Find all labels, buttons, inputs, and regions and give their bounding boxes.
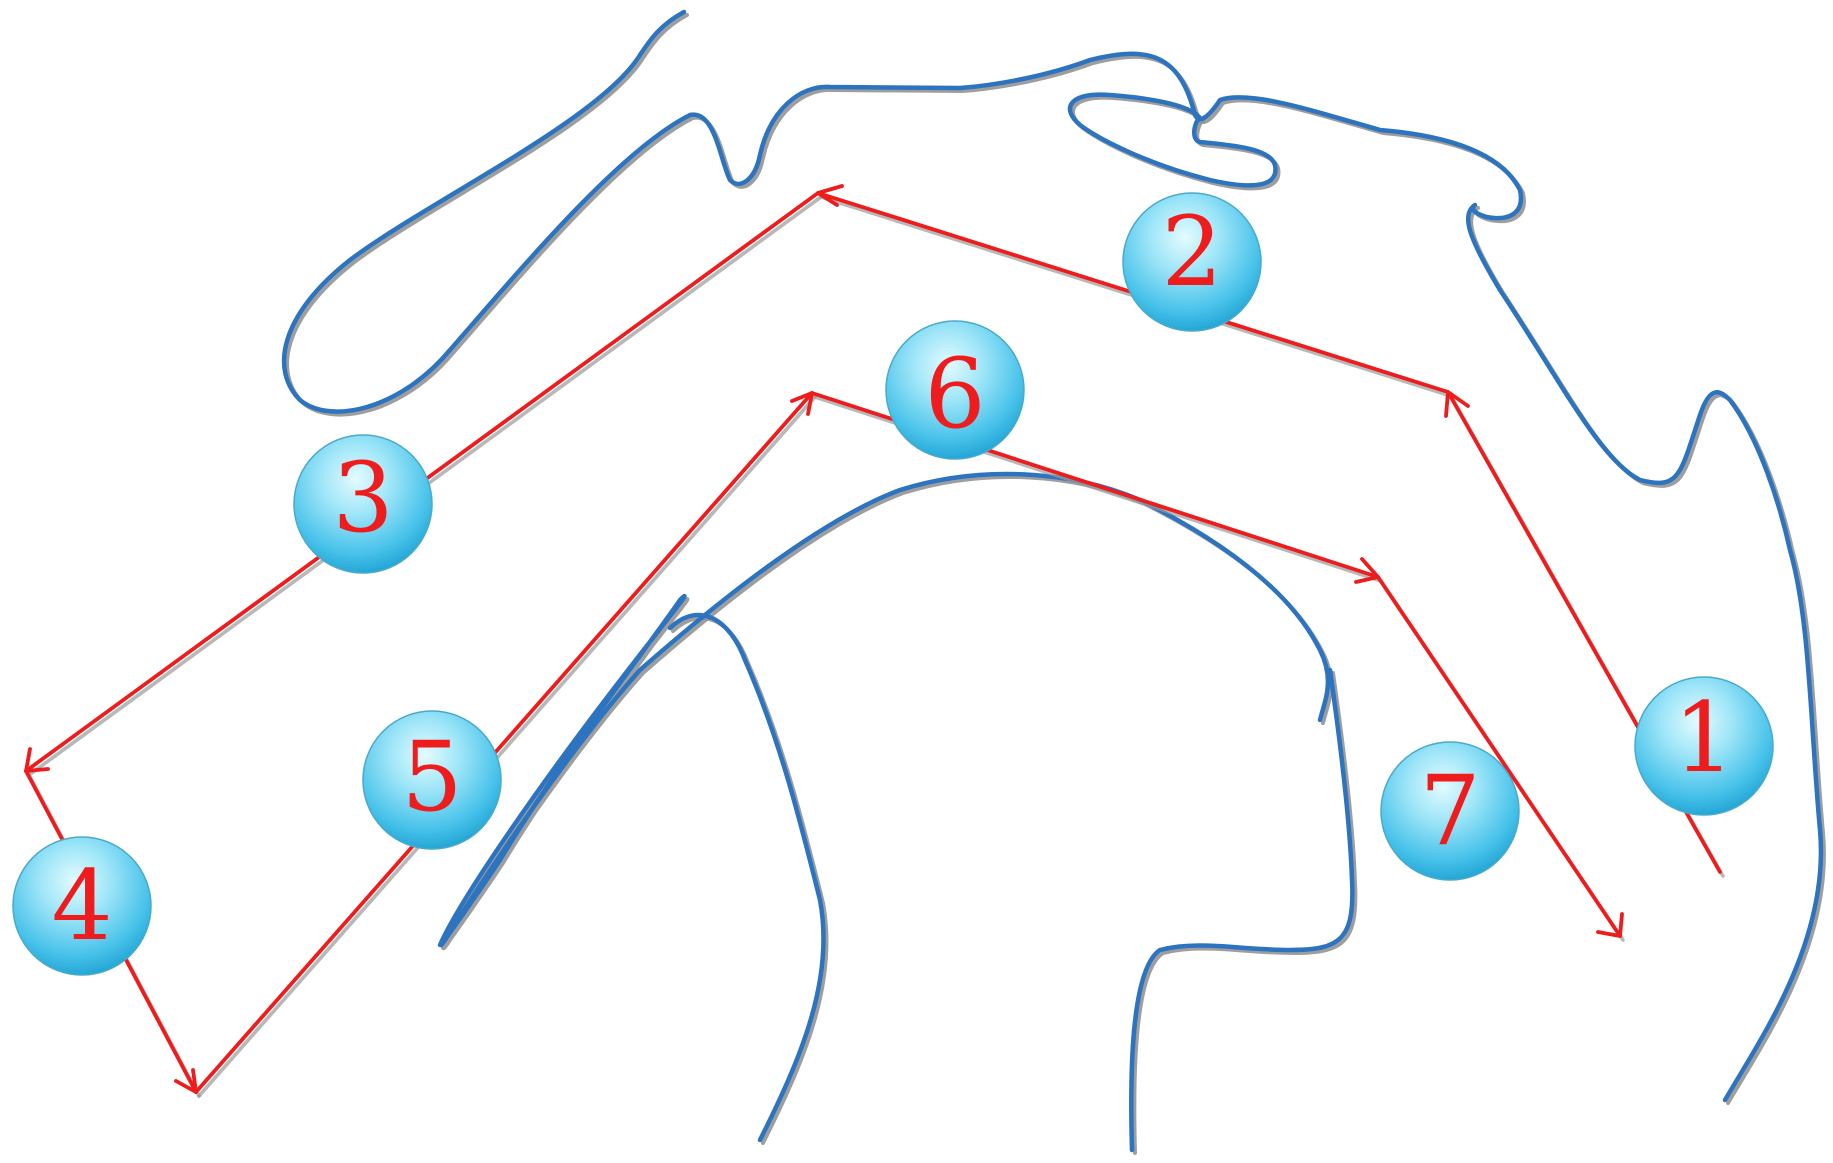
- step-label-2: 2: [1161, 196, 1222, 308]
- inner-arch-contour: [437, 471, 1331, 948]
- route-shadows: [27, 195, 1725, 1098]
- arrowhead-2: [816, 184, 844, 207]
- step-badge-6: 6: [885, 320, 1025, 460]
- arrowhead-1: [1444, 390, 1470, 418]
- arrowhead-3: [24, 747, 50, 773]
- step-badge-3: 3: [293, 434, 433, 574]
- contour-lines: [281, 9, 1824, 1153]
- arrowhead-4: [174, 1068, 198, 1094]
- contour-lines: [285, 13, 1826, 1155]
- lower-left-contour: [667, 612, 826, 1143]
- upper-loop-contour: [1067, 92, 1278, 188]
- arrowhead-5: [790, 391, 814, 416]
- route-segment-7: [1376, 575, 1622, 938]
- step-label-4: 4: [51, 850, 112, 962]
- step-label-3: 3: [332, 442, 393, 554]
- step-badge-1: 1: [1634, 676, 1774, 816]
- step-badge-5: 5: [362, 710, 502, 850]
- step-label-7: 7: [1419, 755, 1480, 867]
- lower-right-contour: [1129, 667, 1355, 1153]
- route-segment-5: [194, 391, 814, 1094]
- step-badge-2: 2: [1122, 192, 1262, 332]
- arrowhead-7: [1596, 912, 1624, 938]
- step-badge-7: 7: [1380, 741, 1520, 881]
- route-segments: [24, 184, 1722, 1094]
- step-badge-4: 4: [12, 836, 152, 976]
- step-label-6: 6: [924, 338, 985, 450]
- step-label-1: 1: [1673, 682, 1734, 794]
- upper-left-contour: [281, 9, 1824, 1103]
- step-label-5: 5: [401, 721, 462, 833]
- arrowhead-6: [1354, 557, 1380, 584]
